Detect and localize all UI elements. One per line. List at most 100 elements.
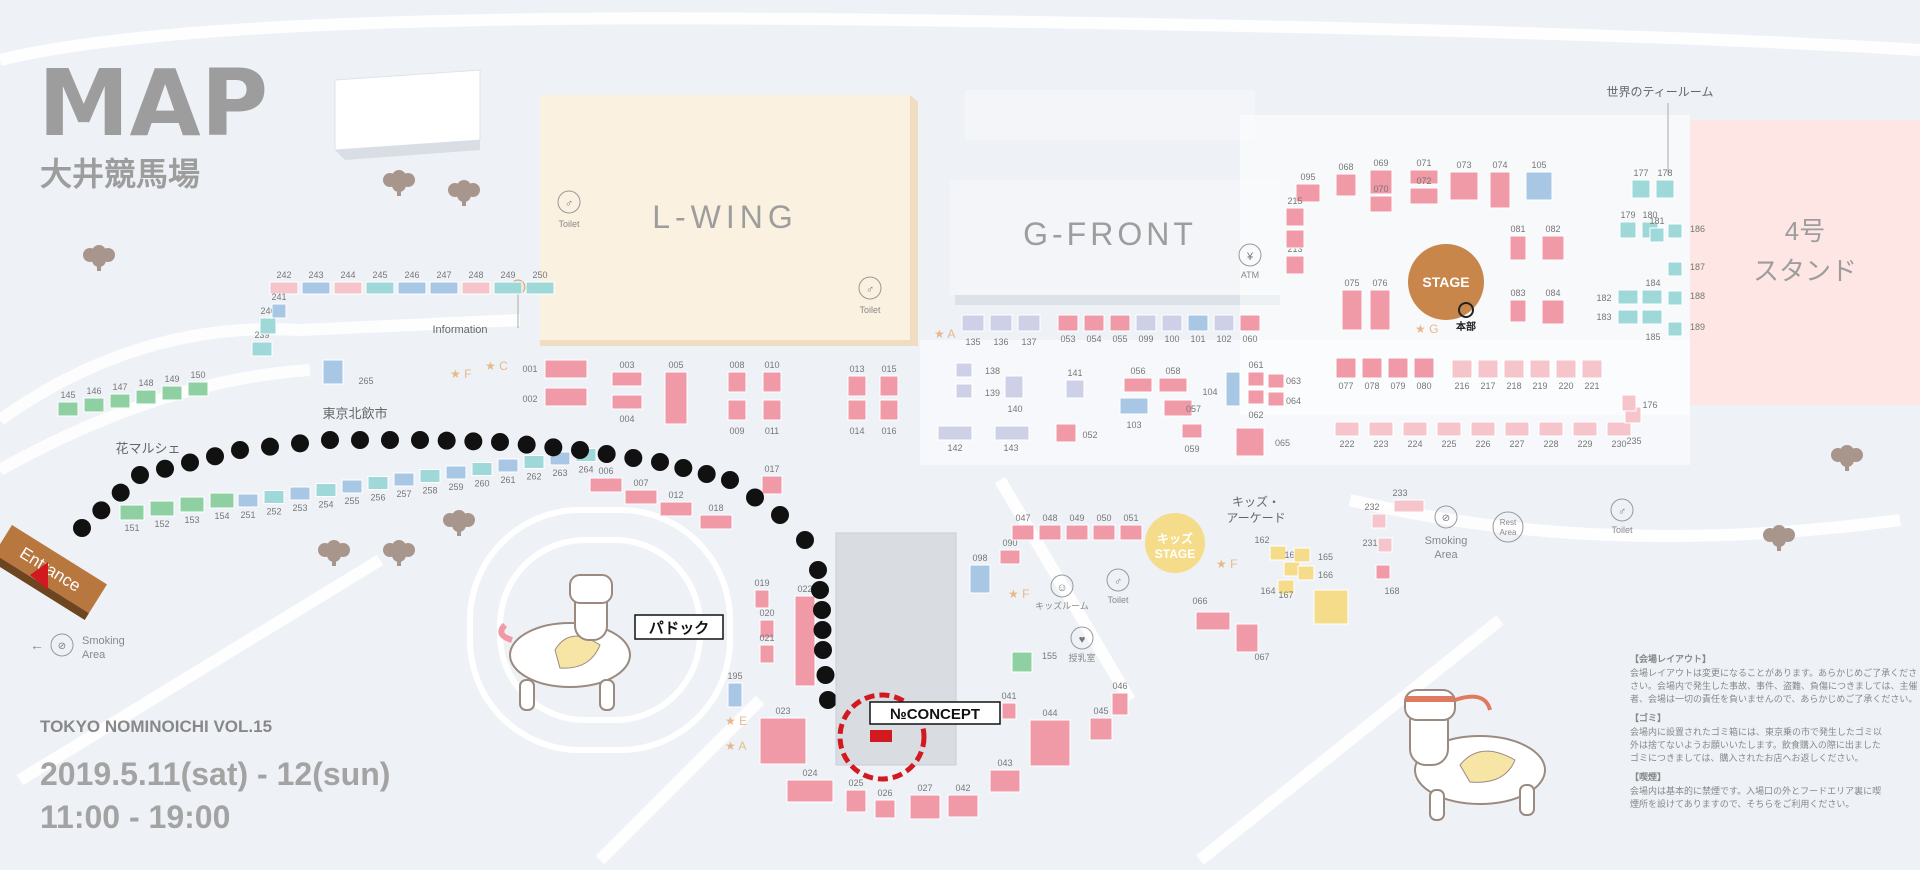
booth-213[interactable]	[1285, 255, 1305, 275]
booth-098[interactable]	[969, 564, 991, 594]
booth-164[interactable]	[1277, 579, 1295, 595]
toilet-icon[interactable]: ♂ Toilet	[1610, 498, 1634, 535]
booth-176[interactable]	[1621, 394, 1637, 412]
booth-100[interactable]	[1161, 314, 1183, 332]
booth-247[interactable]	[429, 281, 459, 295]
booth-154[interactable]	[209, 492, 235, 509]
rest-area-icon[interactable]: Rest Area	[1492, 511, 1524, 543]
booth-007[interactable]	[624, 489, 658, 505]
booth-260[interactable]	[471, 462, 493, 476]
booth-228[interactable]	[1538, 421, 1564, 437]
booth-054[interactable]	[1083, 314, 1105, 332]
booth-077[interactable]	[1335, 357, 1357, 379]
booth-146[interactable]	[83, 397, 105, 413]
booth-137[interactable]	[1017, 314, 1041, 332]
booth-189[interactable]	[1667, 321, 1683, 337]
booth-080[interactable]	[1413, 357, 1435, 379]
smoking-icon[interactable]: ← ⊘ Smoking Area	[30, 633, 125, 661]
booth-004[interactable]	[611, 394, 643, 410]
booth-003[interactable]	[611, 371, 643, 387]
booth-082[interactable]	[1541, 235, 1565, 261]
booth-149[interactable]	[161, 385, 183, 401]
booth-245[interactable]	[365, 281, 395, 295]
booth-150[interactable]	[187, 381, 209, 397]
booth-081[interactable]	[1509, 235, 1527, 261]
booth-067[interactable]	[1235, 623, 1259, 653]
booth-046[interactable]	[1111, 692, 1129, 716]
booth-254[interactable]	[315, 483, 337, 497]
booth-016[interactable]	[879, 399, 899, 421]
booth-055[interactable]	[1109, 314, 1131, 332]
booth-179[interactable]	[1619, 221, 1637, 239]
booth-050[interactable]	[1092, 524, 1116, 541]
booth-048[interactable]	[1038, 524, 1062, 541]
booth-095[interactable]	[1295, 183, 1321, 203]
booth-184[interactable]	[1641, 289, 1663, 305]
booth-253[interactable]	[289, 486, 311, 501]
booth-220[interactable]	[1555, 359, 1577, 379]
booth-182[interactable]	[1617, 289, 1639, 305]
booth-045[interactable]	[1089, 717, 1113, 741]
toilet-icon[interactable]: ♂ Toilet	[1106, 568, 1130, 605]
booth-057[interactable]	[1163, 399, 1193, 417]
booth-013[interactable]	[847, 375, 867, 397]
booth-061[interactable]	[1247, 371, 1265, 387]
booth-017[interactable]	[761, 475, 783, 495]
booth-136[interactable]	[989, 314, 1013, 332]
booth-011[interactable]	[762, 399, 782, 421]
booth-099[interactable]	[1135, 314, 1157, 332]
booth-079[interactable]	[1387, 357, 1409, 379]
booth-070[interactable]	[1369, 195, 1393, 213]
booth-223[interactable]	[1368, 421, 1394, 437]
booth-074[interactable]	[1489, 171, 1511, 209]
booth-259[interactable]	[445, 465, 467, 480]
booth-243[interactable]	[301, 281, 331, 295]
booth-076[interactable]	[1369, 289, 1391, 331]
booth-178[interactable]	[1655, 179, 1675, 199]
booth-214[interactable]	[1285, 229, 1305, 249]
booth-066[interactable]	[1195, 611, 1231, 631]
booth-015[interactable]	[879, 375, 899, 397]
booth-187[interactable]	[1667, 261, 1683, 277]
booth-262[interactable]	[523, 455, 545, 469]
booth-142[interactable]	[937, 425, 973, 441]
booth-020[interactable]	[759, 619, 775, 639]
main-stage[interactable]: STAGE 本部	[1408, 244, 1484, 333]
booth-165[interactable]	[1293, 547, 1311, 563]
booth-217[interactable]	[1477, 359, 1499, 379]
booth-231[interactable]	[1377, 537, 1393, 553]
booth-232[interactable]	[1371, 513, 1387, 529]
toilet-icon[interactable]: ♂ Toilet	[557, 190, 581, 229]
booth-072[interactable]	[1409, 187, 1439, 205]
booth-023[interactable]	[759, 717, 807, 765]
toilet-icon[interactable]: ♂ Toilet	[858, 276, 882, 315]
booth-065[interactable]	[1235, 427, 1265, 457]
booth-222[interactable]	[1334, 421, 1360, 437]
booth-177[interactable]	[1631, 179, 1651, 199]
booth-042[interactable]	[947, 794, 979, 818]
booth-219[interactable]	[1529, 359, 1551, 379]
booth-251[interactable]	[237, 493, 259, 508]
booth-257[interactable]	[393, 472, 415, 487]
booth-059[interactable]	[1181, 423, 1203, 439]
booth-265[interactable]	[322, 359, 344, 385]
booth-250[interactable]	[525, 281, 555, 295]
booth-084[interactable]	[1541, 299, 1565, 325]
booth-230[interactable]	[1606, 421, 1632, 437]
booth-143[interactable]	[994, 425, 1030, 441]
booth-140[interactable]	[1004, 375, 1024, 399]
concept-highlight[interactable]: №CONCEPT	[835, 532, 1001, 782]
kids-stage[interactable]: キッズ STAGE	[1145, 513, 1205, 573]
booth-183[interactable]	[1617, 309, 1639, 325]
booth-006[interactable]	[589, 477, 623, 493]
booth-258[interactable]	[419, 469, 441, 483]
booth-068[interactable]	[1335, 173, 1357, 197]
booth-151[interactable]	[119, 504, 145, 521]
booth-181[interactable]	[1649, 227, 1665, 243]
booth-009[interactable]	[727, 399, 747, 421]
booth-233[interactable]	[1393, 499, 1425, 513]
kids-room-icon[interactable]: ☺ キッズルーム	[1035, 574, 1089, 611]
booth-227[interactable]	[1504, 421, 1530, 437]
booth-019[interactable]	[754, 589, 770, 609]
booth-188[interactable]	[1667, 290, 1683, 306]
